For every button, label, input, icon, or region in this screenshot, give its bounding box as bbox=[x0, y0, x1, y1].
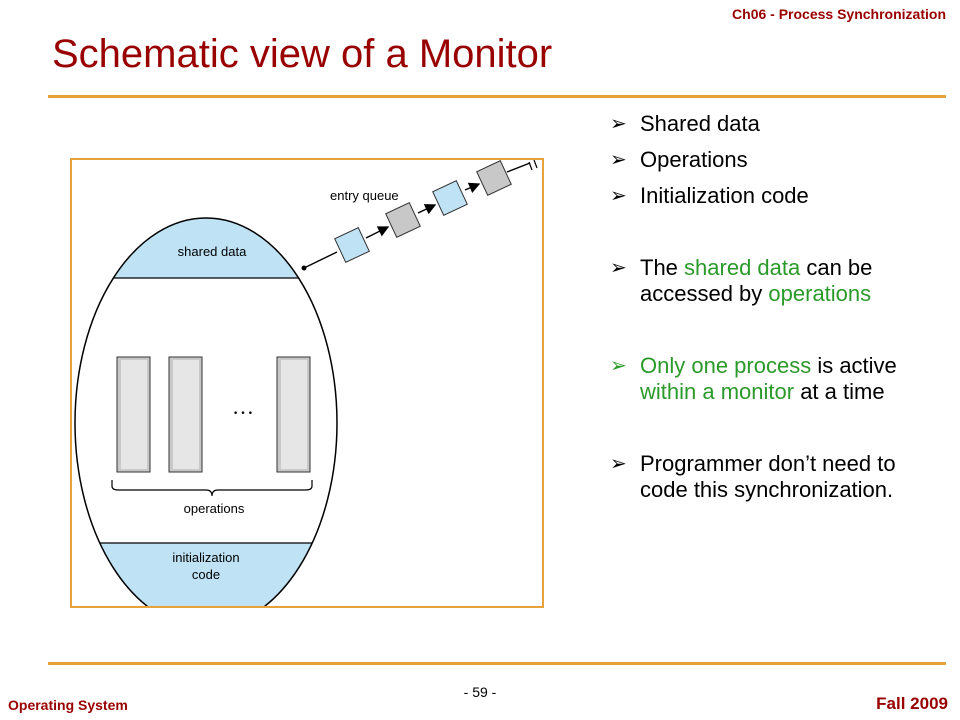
bullet-highlight: shared data bbox=[684, 255, 801, 280]
bottom-divider bbox=[48, 662, 946, 665]
arrow-bullet-icon: ➢ bbox=[610, 257, 627, 279]
queue-link bbox=[303, 251, 338, 269]
operation-block bbox=[168, 356, 203, 473]
queue-link bbox=[464, 182, 481, 194]
bullet-item: ➢ Initialization code bbox=[606, 183, 926, 209]
bullet-item: ➢ Shared data bbox=[606, 111, 926, 137]
shared-data-region bbox=[75, 218, 337, 278]
page-number: - 59 - bbox=[463, 684, 497, 700]
bullet-text-part: at a time bbox=[794, 379, 885, 404]
bullet-item: ➢ Programmer don’t need to code this sync… bbox=[606, 451, 926, 503]
bullet-item: ➢ Only one process is active within a mon… bbox=[606, 353, 926, 405]
shared-data-label: shared data bbox=[178, 244, 247, 259]
bullet-text: Initialization code bbox=[640, 183, 809, 208]
bullet-item: ➢ The shared data can be accessed by oper… bbox=[606, 255, 926, 307]
arrow-bullet-icon: ➢ bbox=[610, 149, 627, 171]
chapter-header: Ch06 - Process Synchronization bbox=[732, 6, 946, 22]
bullet-text: Programmer don’t need to code this synch… bbox=[640, 451, 896, 502]
entry-queue-label: entry queue bbox=[330, 188, 399, 203]
arrow-bullet-icon: ➢ bbox=[610, 453, 627, 475]
top-divider bbox=[48, 95, 946, 98]
operations-label: operations bbox=[184, 501, 245, 516]
queue-tail-tick bbox=[533, 160, 538, 169]
arrow-bullet-icon: ➢ bbox=[610, 185, 627, 207]
slide-title: Schematic view of a Monitor bbox=[52, 32, 553, 76]
queue-link bbox=[506, 162, 531, 173]
queue-link bbox=[417, 204, 437, 215]
initialization-label-line2: code bbox=[192, 567, 220, 582]
operations-ellipsis: … bbox=[232, 394, 254, 419]
bullet-text-part: can be accessed by bbox=[640, 255, 873, 306]
bullet-highlight: Only one process bbox=[640, 353, 812, 378]
arrow-bullet-icon: ➢ bbox=[610, 355, 627, 377]
bullet-text-part: The bbox=[640, 255, 685, 280]
queue-link bbox=[365, 226, 390, 239]
operation-block bbox=[276, 356, 311, 473]
bullet-list: ➢ Shared data ➢ Operations ➢ Initialization… bbox=[606, 111, 926, 503]
bullet-text-part: is active bbox=[811, 353, 897, 378]
queue-process-node bbox=[476, 160, 512, 196]
semester: Fall 2009 bbox=[876, 694, 948, 713]
bullet-highlight: operations bbox=[768, 281, 872, 306]
operation-block bbox=[116, 356, 151, 473]
queue-process-node bbox=[385, 202, 421, 238]
monitor-diagram-svg: shared data … operations initialization … bbox=[74, 160, 538, 606]
monitor-diagram: shared data … operations initialization … bbox=[70, 158, 544, 608]
monitor-outline bbox=[74, 217, 338, 606]
bullet-text: Operations bbox=[640, 147, 748, 172]
queue-process-node bbox=[334, 227, 370, 263]
queue-process-node bbox=[432, 180, 468, 216]
bullet-highlight: within a monitor bbox=[640, 379, 795, 404]
bullet-item: ➢ Operations bbox=[606, 147, 926, 173]
queue-tail-tick bbox=[528, 161, 533, 171]
bullet-text: Shared data bbox=[640, 111, 760, 136]
initialization-label-line1: initialization bbox=[172, 550, 239, 565]
operations-brace bbox=[111, 480, 313, 497]
arrow-bullet-icon: ➢ bbox=[610, 113, 627, 135]
course-name: Operating System bbox=[8, 697, 128, 713]
